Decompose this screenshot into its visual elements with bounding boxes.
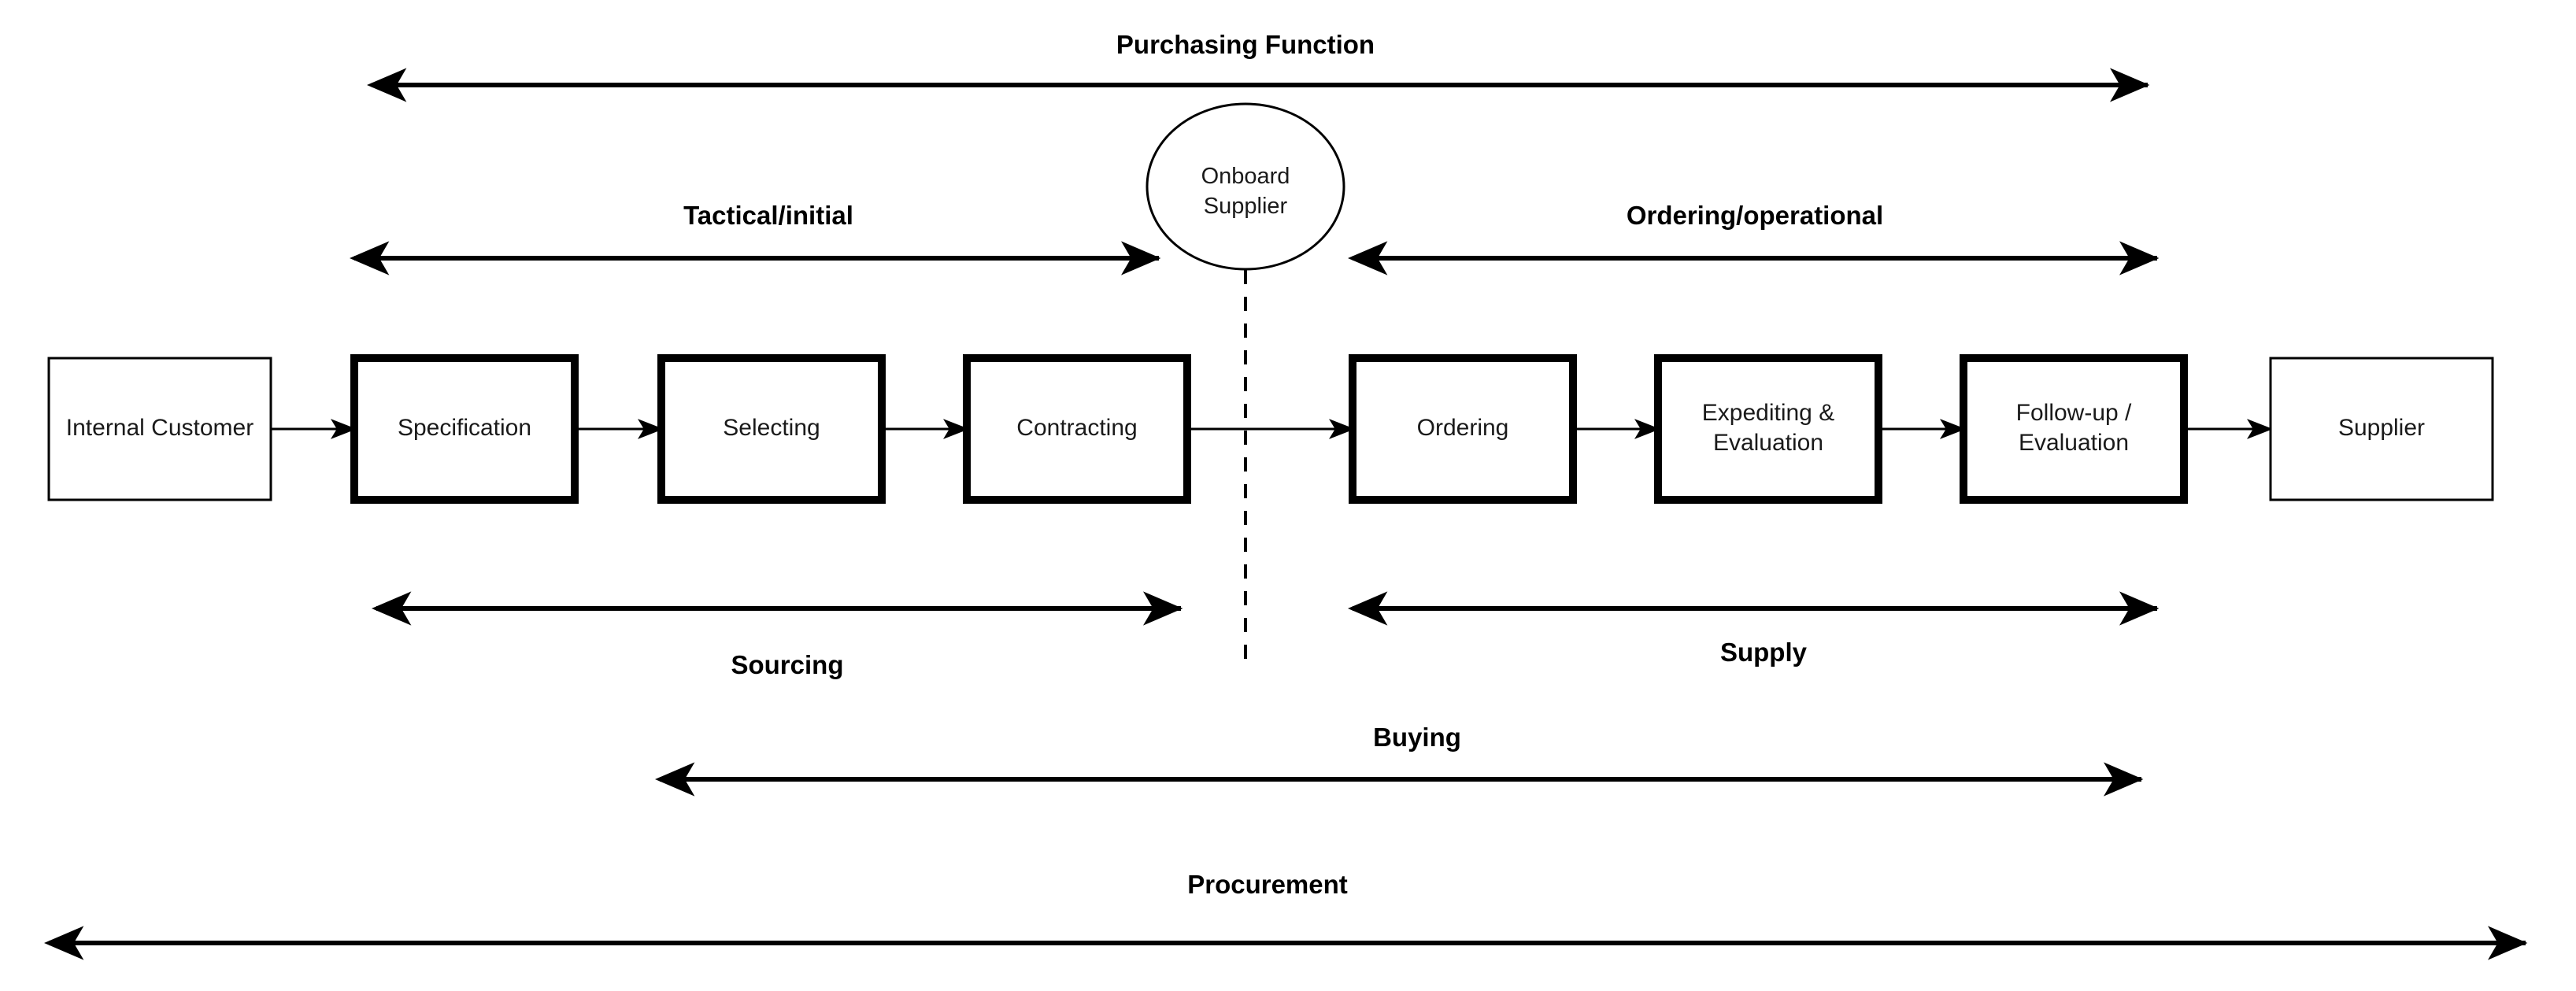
process-box-shape-follow-up-evaluation: [1960, 354, 2188, 504]
span-annotation-ordering-operational: Ordering/operational: [1348, 201, 2160, 275]
span-label-procurement: Procurement: [1187, 870, 1348, 899]
process-box-label-contracting: Contracting: [1016, 415, 1137, 441]
process-box-shape-selecting: [657, 354, 886, 504]
process-box-label-internal-customer: Internal Customer: [66, 415, 254, 441]
process-box-follow-up-evaluation[interactable]: Follow-up /Evaluation: [1960, 354, 2188, 504]
process-box-shape-specification: [350, 354, 579, 504]
process-box-shape-ordering: [1349, 354, 1577, 504]
onboard-supplier-label-line1: Onboard: [1201, 164, 1290, 189]
process-box-label-supplier: Supplier: [2338, 415, 2425, 441]
span-annotation-supply: Supply: [1348, 591, 2160, 667]
span-label-ordering-operational: Ordering/operational: [1627, 201, 1883, 230]
process-box-label-follow-up-evaluation: Follow-up /Evaluation: [2016, 400, 2132, 456]
span-annotation-procurement: Procurement: [44, 870, 2528, 960]
process-box-contracting[interactable]: Contracting: [963, 354, 1191, 504]
process-box-expediting-evaluation[interactable]: Expediting &Evaluation: [1654, 354, 1882, 504]
process-box-internal-customer[interactable]: Internal Customer: [47, 357, 272, 501]
process-box-ordering[interactable]: Ordering: [1349, 354, 1577, 504]
process-box-shape-internal-customer: [47, 357, 272, 501]
span-annotation-purchasing-function: Purchasing Function: [367, 30, 2150, 102]
process-box-label-specification: Specification: [398, 415, 531, 441]
span-annotation-tactical-initial: Tactical/initial: [350, 201, 1161, 275]
process-box-shape-expediting-evaluation: [1654, 354, 1882, 504]
process-box-shape-supplier: [2269, 357, 2494, 501]
span-label-purchasing-function: Purchasing Function: [1116, 30, 1375, 59]
process-box-supplier[interactable]: Supplier: [2269, 357, 2494, 501]
process-box-specification[interactable]: Specification: [350, 354, 579, 504]
span-label-supply: Supply: [1720, 638, 1808, 667]
process-boxes-layer: Internal Customer Specification Selecting C…: [47, 354, 2494, 504]
process-box-label-ordering: Ordering: [1417, 415, 1509, 441]
onboard-supplier-label-line2: Supplier: [1204, 194, 1288, 219]
process-box-label-expediting-evaluation: Expediting &Evaluation: [1702, 400, 1834, 456]
process-box-shape-contracting: [963, 354, 1191, 504]
process-box-label-selecting: Selecting: [723, 415, 820, 441]
span-label-tactical-initial: Tactical/initial: [683, 201, 853, 230]
onboard-supplier-ellipse: [1146, 102, 1345, 271]
span-label-sourcing: Sourcing: [731, 650, 843, 679]
span-annotation-sourcing: Sourcing: [372, 591, 1183, 679]
process-box-selecting[interactable]: Selecting: [657, 354, 886, 504]
span-label-buying: Buying: [1373, 723, 1461, 752]
span-annotation-buying: Buying: [655, 723, 2144, 797]
